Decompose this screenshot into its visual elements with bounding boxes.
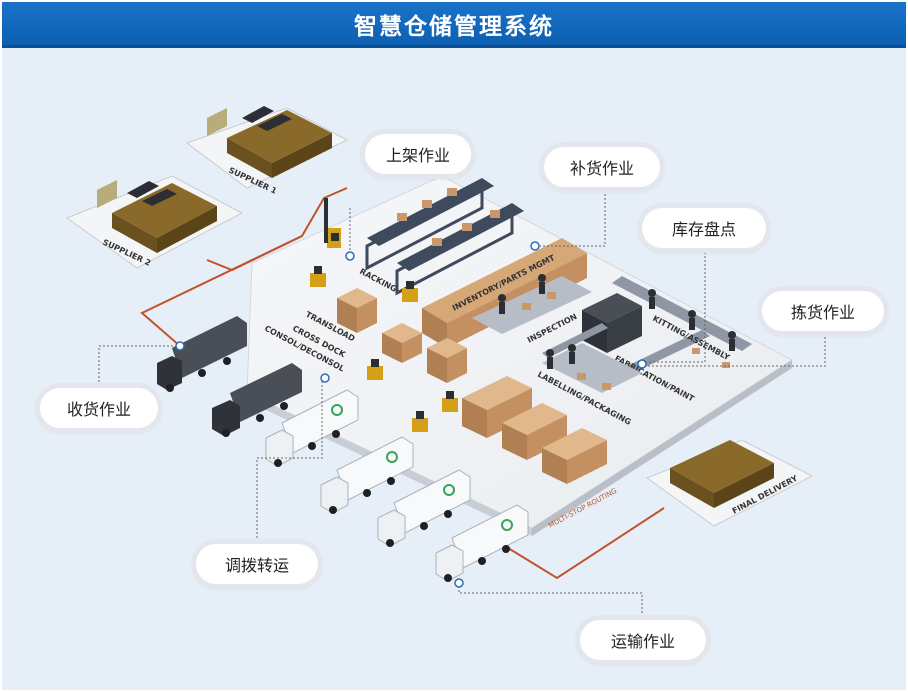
inbound-route-line — [140, 235, 303, 347]
transfer-truck — [377, 469, 471, 547]
inbound-truck — [212, 363, 302, 437]
callout-connectors — [98, 186, 826, 618]
supplier-1-building — [185, 106, 349, 189]
racking-shelves — [365, 178, 524, 296]
page-title: 智慧仓储管理系统 — [354, 13, 554, 40]
transload-box-stacks — [337, 288, 607, 484]
callout-replenishment: 补货作业 — [544, 147, 660, 187]
callout-picking: 拣货作业 — [762, 291, 884, 331]
title-bar: 智慧仓储管理系统 — [2, 2, 906, 48]
forklift — [324, 198, 341, 248]
callout-transport: 运输作业 — [580, 620, 706, 660]
callout-racking: 上架作业 — [365, 134, 471, 174]
delivery-truck — [435, 504, 529, 582]
forklift — [412, 411, 428, 432]
forklift — [367, 359, 383, 380]
transfer-truck — [265, 389, 359, 467]
transfer-truck — [320, 436, 414, 514]
forklift — [310, 266, 326, 287]
forklift — [442, 391, 458, 412]
fabrication-booth — [542, 293, 642, 358]
callout-receiving: 收货作业 — [40, 388, 158, 428]
outbound-route-line — [499, 507, 665, 580]
labelling-packaging-area — [542, 343, 642, 393]
callout-inventory-count: 库存盘点 — [642, 208, 766, 248]
warehouse-scene: SUPPLIER 1 SUPPLIER 2 FINAL DELIVERY — [2, 48, 906, 690]
callout-transfer: 调拨转运 — [196, 544, 318, 584]
floor-edge-shadow — [532, 360, 792, 536]
inspection-area — [472, 274, 592, 334]
warehouse-illustration: SUPPLIER 1 SUPPLIER 2 FINAL DELIVERY — [65, 106, 826, 618]
final-delivery-building — [645, 439, 814, 527]
forklift — [402, 281, 418, 302]
inbound-truck — [157, 316, 247, 392]
supplier-2-building — [65, 175, 244, 269]
callout-anchor-points — [175, 241, 647, 588]
